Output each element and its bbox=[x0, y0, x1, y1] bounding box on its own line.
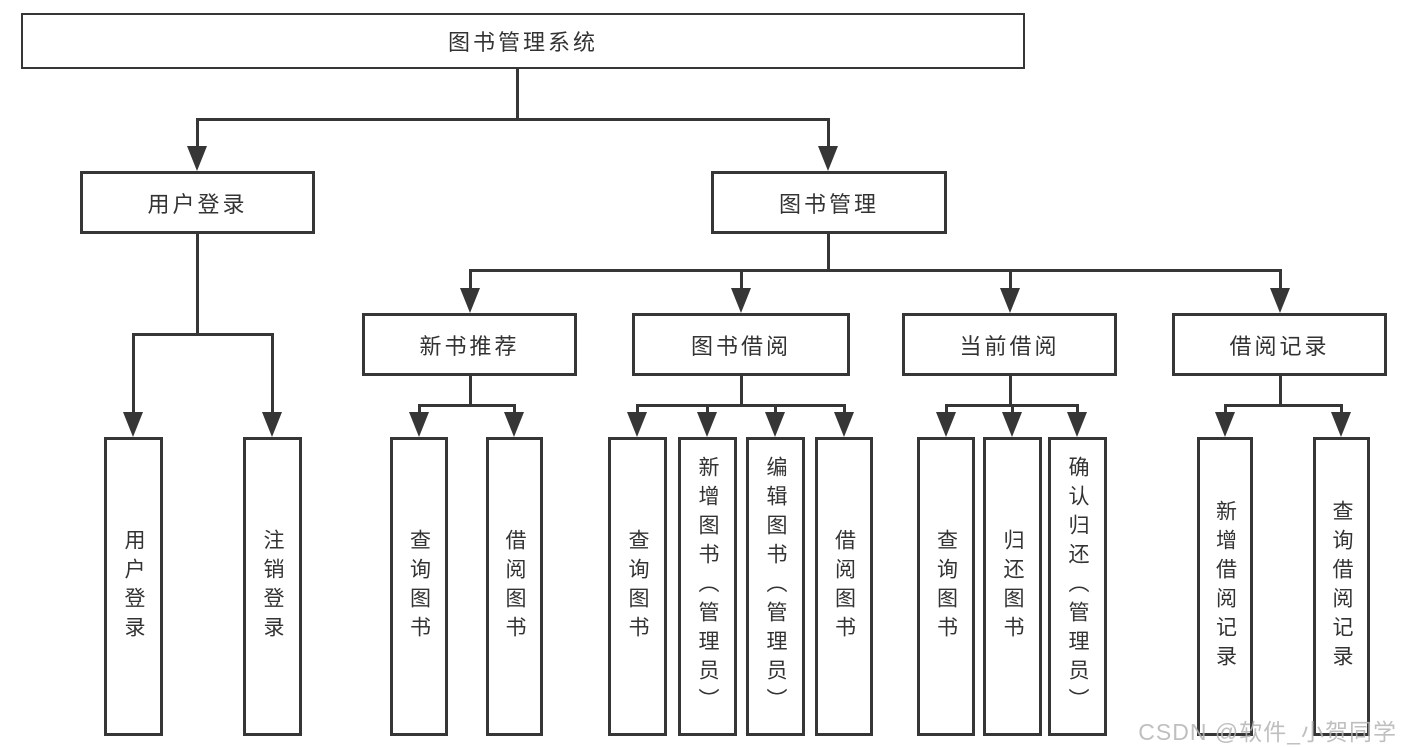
connector-line bbox=[1076, 404, 1079, 414]
connector-line bbox=[469, 269, 472, 290]
connector-line bbox=[827, 118, 830, 148]
arrow-down-icon bbox=[936, 412, 956, 437]
arrow-down-icon bbox=[765, 412, 785, 437]
node-label: 查询借阅记录 bbox=[1330, 499, 1353, 674]
node-label: 查询图书 bbox=[407, 528, 431, 645]
node-label: 新书推荐 bbox=[419, 333, 520, 359]
node-label: 借阅图书 bbox=[503, 528, 526, 645]
connector-line bbox=[1279, 269, 1282, 290]
connector-line bbox=[774, 404, 777, 414]
node-leaf-edit-book-admin: 编辑图书（管理员） bbox=[746, 437, 805, 736]
connector-line bbox=[706, 404, 709, 414]
connector-line bbox=[418, 404, 516, 407]
connector-line bbox=[945, 404, 948, 414]
arrow-down-icon bbox=[262, 412, 282, 437]
arrow-down-icon bbox=[504, 412, 524, 437]
connector-line bbox=[418, 404, 421, 414]
node-label: 图书借阅 bbox=[690, 333, 791, 359]
node-current-borrowing: 当前借阅 bbox=[902, 313, 1117, 376]
connector-line bbox=[636, 404, 846, 407]
connector-line bbox=[469, 269, 1282, 272]
node-label: 查询图书 bbox=[626, 528, 649, 645]
arrow-down-icon bbox=[1331, 412, 1351, 437]
node-leaf-query-books-current: 查询图书 bbox=[917, 437, 975, 736]
connector-line bbox=[196, 118, 830, 121]
node-label: 新增借阅记录 bbox=[1213, 499, 1237, 674]
arrow-down-icon bbox=[627, 412, 647, 437]
arrow-down-icon bbox=[1002, 412, 1022, 437]
node-book-management: 图书管理 bbox=[711, 171, 947, 234]
connector-line bbox=[271, 333, 274, 413]
arrow-down-icon bbox=[834, 412, 854, 437]
node-label: 确认归还（管理员） bbox=[1066, 456, 1089, 717]
connector-line bbox=[469, 374, 472, 407]
node-label: 归还图书 bbox=[1001, 528, 1024, 645]
node-user-login: 用户登录 bbox=[80, 171, 315, 234]
arrow-down-icon bbox=[1067, 412, 1087, 437]
connector-line bbox=[1224, 404, 1227, 414]
connector-line bbox=[827, 232, 830, 272]
connector-line bbox=[132, 333, 274, 336]
arrow-down-icon bbox=[818, 146, 838, 171]
arrow-down-icon bbox=[460, 288, 480, 313]
arrow-down-icon bbox=[1270, 288, 1290, 313]
node-leaf-add-book-admin: 新增图书（管理员） bbox=[678, 437, 737, 736]
connector-line bbox=[196, 232, 199, 336]
node-book-borrowing: 图书借阅 bbox=[632, 313, 850, 376]
node-label: 图书管理 bbox=[778, 191, 879, 217]
node-new-book-recommend: 新书推荐 bbox=[362, 313, 577, 376]
node-leaf-return-book: 归还图书 bbox=[983, 437, 1042, 736]
connector-line bbox=[636, 404, 639, 414]
arrow-down-icon bbox=[731, 288, 751, 313]
node-leaf-add-borrow-record: 新增借阅记录 bbox=[1197, 437, 1253, 736]
connector-line bbox=[740, 269, 743, 290]
node-label: 当前借阅 bbox=[959, 333, 1060, 359]
connector-line bbox=[843, 404, 846, 414]
node-label: 借阅记录 bbox=[1229, 333, 1330, 359]
node-label: 用户登录 bbox=[147, 191, 248, 217]
node-label: 图书管理系统 bbox=[447, 30, 598, 55]
node-leaf-borrow-books-borrowing: 借阅图书 bbox=[815, 437, 873, 736]
node-library-system: 图书管理系统 bbox=[21, 13, 1025, 69]
connector-line bbox=[1009, 374, 1012, 407]
node-leaf-query-books-recommend: 查询图书 bbox=[390, 437, 448, 736]
connector-line bbox=[132, 333, 135, 413]
connector-line bbox=[1279, 374, 1282, 407]
node-leaf-borrow-books-recommend: 借阅图书 bbox=[486, 437, 543, 736]
arrow-down-icon bbox=[187, 146, 207, 171]
node-leaf-query-books-borrowing: 查询图书 bbox=[608, 437, 667, 736]
arrow-down-icon bbox=[1000, 288, 1020, 313]
connector-line bbox=[1011, 404, 1014, 414]
connector-line bbox=[513, 404, 516, 414]
node-label: 借阅图书 bbox=[832, 528, 856, 645]
arrow-down-icon bbox=[697, 412, 717, 437]
node-label: 用户登录 bbox=[122, 528, 145, 645]
node-leaf-logout: 注销登录 bbox=[243, 437, 302, 736]
arrow-down-icon bbox=[123, 412, 143, 437]
node-label: 注销登录 bbox=[261, 528, 284, 645]
connector-line bbox=[1340, 404, 1343, 414]
node-leaf-user-login: 用户登录 bbox=[104, 437, 163, 736]
node-leaf-confirm-return-admin: 确认归还（管理员） bbox=[1048, 437, 1107, 736]
arrow-down-icon bbox=[409, 412, 429, 437]
node-label: 查询图书 bbox=[934, 528, 958, 645]
arrow-down-icon bbox=[1215, 412, 1235, 437]
connector-line bbox=[740, 374, 743, 407]
connector-line bbox=[516, 67, 519, 120]
csdn-watermark: CSDN @软件_小贺同学 bbox=[1138, 719, 1397, 745]
node-label: 编辑图书（管理员） bbox=[764, 456, 787, 717]
connector-line bbox=[1009, 269, 1012, 290]
node-borrow-records: 借阅记录 bbox=[1172, 313, 1387, 376]
node-label: 新增图书（管理员） bbox=[696, 456, 719, 717]
connector-line bbox=[196, 118, 199, 148]
connector-line bbox=[1224, 404, 1343, 407]
node-leaf-query-borrow-record: 查询借阅记录 bbox=[1313, 437, 1370, 736]
